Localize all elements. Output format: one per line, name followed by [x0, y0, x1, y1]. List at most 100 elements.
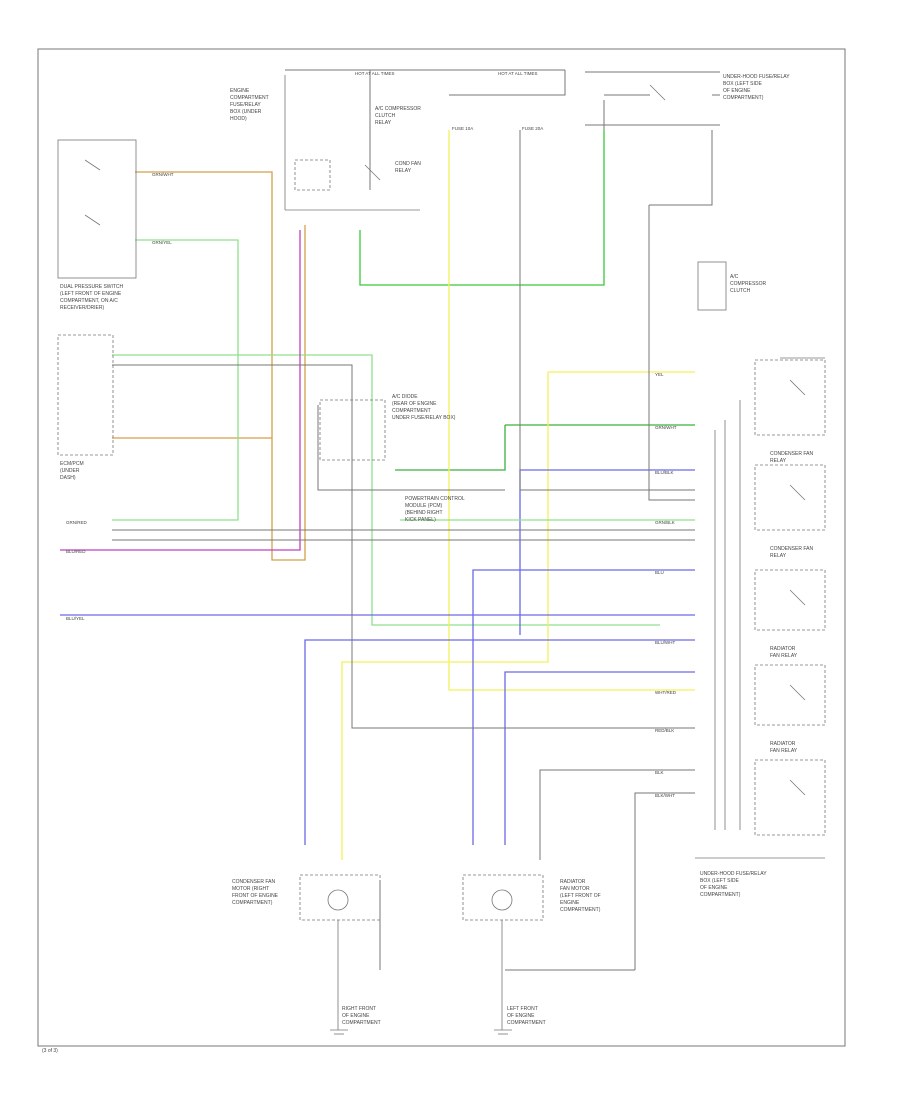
- wire-lightgreen: [112, 239, 239, 521]
- wire-orange: [135, 171, 306, 561]
- clutch-l2: CLUTCH: [730, 288, 751, 294]
- cfm-l1: MOTOR (RIGHT: [232, 886, 269, 892]
- cond-fan-motor: [327, 889, 349, 911]
- dps-l1: (LEFT FRONT OF ENGINE: [60, 291, 122, 297]
- wire-blue-2: [519, 469, 695, 635]
- diode-l1: (REAR OF ENGINE: [392, 401, 437, 407]
- cfm-l3: COMPARTMENT): [232, 900, 273, 906]
- fuse-box-l3: BOX (UNDER: [230, 109, 262, 115]
- clutch-l0: A/C: [730, 274, 739, 280]
- ecm-l0: ECM/PCM: [60, 461, 84, 467]
- box-l3: COMPARTMENT): [700, 892, 741, 898]
- wire-green-2: [395, 425, 506, 471]
- rad-box-l0: UNDER-HOOD FUSE/RELAY: [723, 74, 790, 80]
- ac-relay-l0: A/C COMPRESSOR: [375, 106, 421, 112]
- relay-b-l0: CONDENSER FAN: [770, 546, 813, 552]
- diode-l2: COMPARTMENT: [392, 408, 431, 414]
- dps-l0: DUAL PRESSURE SWITCH: [60, 284, 124, 290]
- wire-label-7: BLU: [655, 570, 664, 575]
- wire-label-1: GRN/YEL: [152, 240, 172, 245]
- g1-l0: RIGHT FRONT: [342, 1006, 376, 1012]
- rfm-l1: FAN MOTOR: [560, 886, 590, 892]
- fuse-box-l2: FUSE/RELAY: [230, 102, 261, 108]
- rfm-l3: ENGINE: [560, 900, 580, 906]
- wire-label-10: GRN/WHT: [655, 425, 677, 430]
- black-wires: [112, 69, 720, 971]
- fuse-label-2: HOT AT ALL TIMES: [498, 71, 538, 76]
- dps-l3: RECEIVER/DRIER): [60, 305, 105, 311]
- rfm-l0: RADIATOR: [560, 879, 586, 885]
- rad-box-l1: BOX (LEFT SIDE: [723, 81, 762, 87]
- relay-b-l1: RELAY: [770, 553, 787, 559]
- relay-e-box: [754, 759, 826, 836]
- page-id: (3 of 3): [42, 1048, 58, 1054]
- box-l1: BOX (LEFT SIDE: [700, 878, 739, 884]
- diode-l0: A/C DIODE: [392, 394, 418, 400]
- wire-label-6: BLU/BLK: [655, 470, 674, 475]
- pcm-l2: (BEHIND RIGHT: [405, 510, 443, 516]
- ac-clutch-box: [697, 261, 727, 311]
- g2-l2: COMPARTMENT: [507, 1020, 546, 1026]
- g2-l0: LEFT FRONT: [507, 1006, 538, 1012]
- wire-green: [359, 130, 605, 286]
- pcm-l0: POWERTRAIN CONTROL: [405, 496, 465, 502]
- cfm-l2: FRONT OF ENGINE: [232, 893, 279, 899]
- fuse-box-l1: COMPARTMENT: [230, 95, 269, 101]
- wire-label-2: BLU/YEL: [66, 616, 85, 621]
- wire-blue-4: [304, 639, 695, 845]
- g1-l1: OF ENGINE: [342, 1013, 370, 1019]
- box-l2: OF ENGINE: [700, 885, 728, 891]
- rfm-l2: (LEFT FRONT OF: [560, 893, 601, 899]
- cfm-l0: CONDENSER FAN: [232, 879, 275, 885]
- wire-label-12: BLK/WHT: [655, 793, 675, 798]
- wire-label-8: BLU/WHT: [655, 640, 676, 645]
- rad-box-l3: COMPARTMENT): [723, 95, 764, 101]
- rad-box-l2: OF ENGINE: [723, 88, 751, 94]
- clutch-l1: COMPRESSOR: [730, 281, 767, 287]
- relay-d-l0: RADIATOR: [770, 741, 796, 747]
- dps-l2: COMPARTMENT, ON A/C: [60, 298, 118, 304]
- wire-label-9: RED/BLK: [655, 728, 674, 733]
- rad-fan-motor: [491, 889, 513, 911]
- relay-c-l1: FAN RELAY: [770, 653, 798, 659]
- wire-blue-5: [504, 671, 695, 845]
- wire-label-14: WHT/RED: [655, 690, 677, 695]
- ac-relay-l1: CLUTCH: [375, 113, 396, 119]
- relay-c-box: [754, 569, 826, 631]
- components: [57, 75, 826, 1035]
- pcm-l3: KICK PANEL): [405, 517, 436, 523]
- fuse-box-l0: ENGINE: [230, 88, 250, 94]
- ecm-pcm-box: [57, 334, 114, 456]
- wire-yellow-3: [341, 372, 549, 860]
- diode-l3: UNDER FUSE/RELAY BOX): [392, 415, 456, 421]
- wire-label-13: GRN/BLK: [655, 520, 675, 525]
- ecm-l2: DASH): [60, 475, 76, 481]
- wire-label-0: GRN/WHT: [152, 172, 174, 177]
- g2-l1: OF ENGINE: [507, 1013, 535, 1019]
- wire-magenta: [60, 230, 301, 551]
- relay-a-l1: RELAY: [770, 458, 787, 464]
- relay-a-box: [754, 359, 826, 436]
- wire-yellow: [448, 130, 695, 691]
- wire-blue-3: [472, 569, 695, 845]
- fuse-box-l4: HOOD): [230, 116, 247, 122]
- box-l0: UNDER-HOOD FUSE/RELAY: [700, 871, 767, 877]
- ac-relay-l2: RELAY: [375, 120, 392, 126]
- pcm-l1: MODULE (PCM): [405, 503, 443, 509]
- rfm-l4: COMPARTMENT): [560, 907, 601, 913]
- wire-label-3: BLU/RED: [66, 549, 86, 554]
- cond-relay-l1: RELAY: [395, 168, 412, 174]
- fuse-label-4: FUSE 20A: [522, 126, 543, 131]
- ecm-l1: (UNDER: [60, 468, 80, 474]
- g1-l2: COMPARTMENT: [342, 1020, 381, 1026]
- fuse-label-1: HOT AT ALL TIMES: [355, 71, 395, 76]
- switch-symbols: [84, 84, 806, 796]
- dual-pressure-switch-box: [57, 139, 137, 279]
- diagram-frame: [37, 48, 846, 1047]
- fuse-label-3: FUSE 10A: [452, 126, 473, 131]
- relay-d-l1: FAN RELAY: [770, 748, 798, 754]
- relay-d-box: [754, 664, 826, 726]
- relay-a-l0: CONDENSER FAN: [770, 451, 813, 457]
- relay-c-l0: RADIATOR: [770, 646, 796, 652]
